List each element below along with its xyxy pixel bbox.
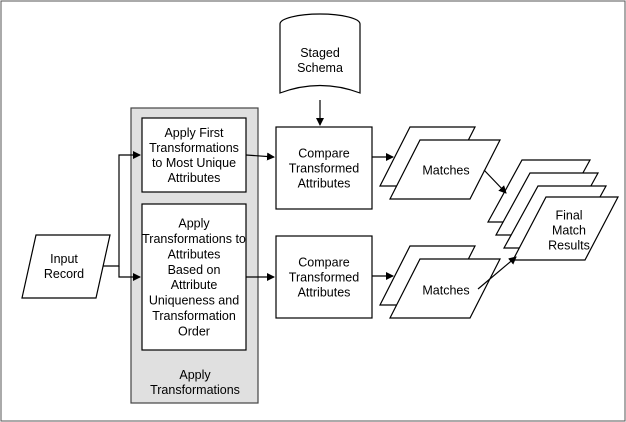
apply-based-label-line-4: Based on <box>168 263 221 277</box>
apply-based-label-line-5: Attribute <box>171 278 218 292</box>
matches-bottom-front-sheet <box>389 258 501 319</box>
transform-group-label-line-1: Apply <box>179 368 211 382</box>
matches-bottom-node: Matches <box>379 245 501 319</box>
matches-top-front-sheet <box>389 139 501 200</box>
matches-top-label: Matches <box>422 164 469 178</box>
matches-top-node: Matches <box>379 126 501 200</box>
apply-first-label-line-1: Apply First <box>164 126 224 140</box>
final-results-label-line-3: Results <box>548 239 590 253</box>
matches-bottom-label: Matches <box>422 284 469 298</box>
arrow-matches-bottom-to-final <box>477 256 517 290</box>
staged-schema-label-line-2: Schema <box>297 61 343 75</box>
apply-based-box <box>141 203 247 351</box>
apply-first-label-line-4: Attributes <box>168 171 221 185</box>
apply-based-label-line-6: Uniqueness and <box>149 294 239 308</box>
arrow-input-to-apply-based <box>118 266 141 281</box>
apply-first-box <box>141 117 247 193</box>
matches-top-label-line-1: Matches <box>422 164 469 178</box>
apply-first-label-line-2: Transformations <box>149 141 239 155</box>
arrow-input-to-apply-first <box>103 151 141 267</box>
apply-based-label-line-1: Apply <box>178 217 210 231</box>
compare-bottom-label-line-2: Transformed <box>289 271 359 285</box>
input-record-label-line-1: Input <box>50 252 78 266</box>
input-record-label-line-2: Record <box>44 267 84 281</box>
apply-first-label-line-3: to Most Unique <box>152 156 236 170</box>
arrow-matches-top-to-final <box>483 169 507 194</box>
apply-based-label-line-7: Transformation <box>152 309 236 323</box>
staged-schema-shape <box>279 13 361 94</box>
compare-bottom-label-line-1: Compare <box>298 256 349 270</box>
final-results-label-line-1: Final <box>555 209 582 223</box>
compare-top-label-line-2: Transformed <box>289 162 359 176</box>
final-results-sheet-front <box>512 196 619 261</box>
compare-top-box <box>275 126 373 210</box>
transform-group-label-line-2: Transformations <box>150 383 240 397</box>
compare-top-label-line-3: Attributes <box>298 177 351 191</box>
final-results-label-line-2: Match <box>552 224 586 238</box>
compare-bottom-box <box>275 235 373 319</box>
matches-bottom-label-line-1: Matches <box>422 284 469 298</box>
compare-top-label-line-1: Compare <box>298 147 349 161</box>
connectors <box>103 100 517 290</box>
staged-schema-label-line-1: Staged <box>300 46 340 60</box>
apply-based-label-line-2: Transformations to <box>142 232 246 246</box>
input-record-shape <box>21 234 111 299</box>
arrow-apply-first-to-compare <box>245 152 275 161</box>
compare-bottom-label-line-3: Attributes <box>298 286 351 300</box>
apply-based-label-line-8: Order <box>178 324 210 338</box>
apply-based-label-line-3: Attributes <box>168 247 221 261</box>
